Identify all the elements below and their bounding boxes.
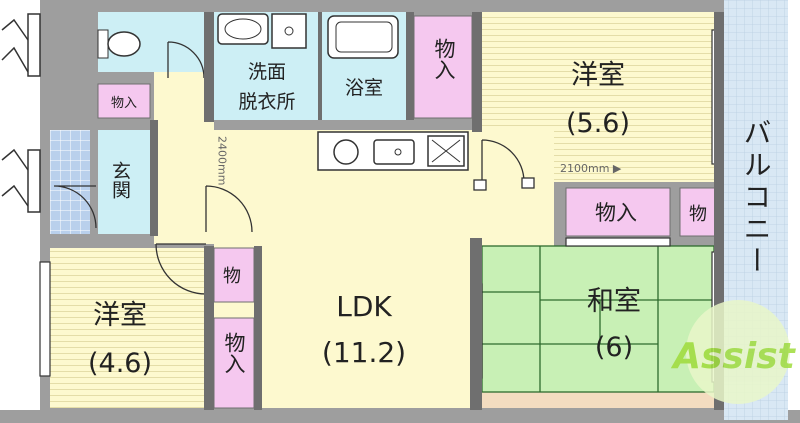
partition-walls	[150, 12, 724, 410]
washroom-line2: 脱衣所	[238, 91, 295, 113]
storage-corridor-small	[213, 247, 255, 303]
bathroom-name: 浴室	[345, 77, 383, 99]
toilet-icon	[97, 29, 141, 59]
logo-text: Assist	[670, 336, 796, 377]
balcony-name: バルコニー	[740, 118, 773, 278]
western-room-2-size: (4.6)	[88, 348, 152, 379]
ldk-name: LDK	[336, 290, 392, 323]
dimension-horizontal: 2100mm ▶	[560, 162, 622, 175]
japanese-room	[481, 245, 715, 408]
washroom-line1: 洗面	[248, 61, 286, 83]
storage-right-narrow	[679, 187, 717, 237]
entrance-name: 玄関	[109, 161, 131, 199]
storage-bottom	[213, 317, 255, 409]
storage-right-narrow-label: 物	[689, 204, 707, 225]
storage-small-left	[97, 83, 151, 119]
japanese-room-size: (6)	[595, 332, 633, 363]
storage-top	[413, 15, 473, 119]
storage-top-label: 物入	[432, 38, 456, 80]
japanese-room-name: 和室	[587, 286, 641, 317]
entrance	[98, 130, 150, 234]
bathtub	[327, 15, 399, 59]
western-room-1-size: (5.6)	[566, 108, 630, 139]
ldk-size: (11.2)	[322, 336, 406, 369]
washing-machine-pan	[271, 13, 307, 49]
assist-logo: Assist	[670, 300, 797, 404]
kitchen-counter	[317, 131, 469, 171]
entrance-tile	[50, 130, 90, 234]
storage-corridor-small-label: 物	[223, 266, 241, 287]
labels: 洋室 (5.6) 洋室 (4.6) 和室 (6) LDK (11.2) 洗面 脱…	[88, 38, 773, 379]
dimension-vertical: 2400mm	[216, 136, 229, 185]
storage-bottom-label: 物入	[222, 332, 246, 374]
storage-small-left-label: 物入	[111, 96, 137, 111]
western-room-1-name: 洋室	[571, 60, 625, 91]
storage-above-washitsu	[565, 187, 671, 237]
western-room-2	[50, 248, 206, 408]
outer-doors	[1, 13, 41, 213]
western-room-2-name: 洋室	[93, 300, 147, 331]
storage-above-washitsu-label: 物入	[595, 201, 637, 225]
door-swings	[53, 41, 535, 295]
